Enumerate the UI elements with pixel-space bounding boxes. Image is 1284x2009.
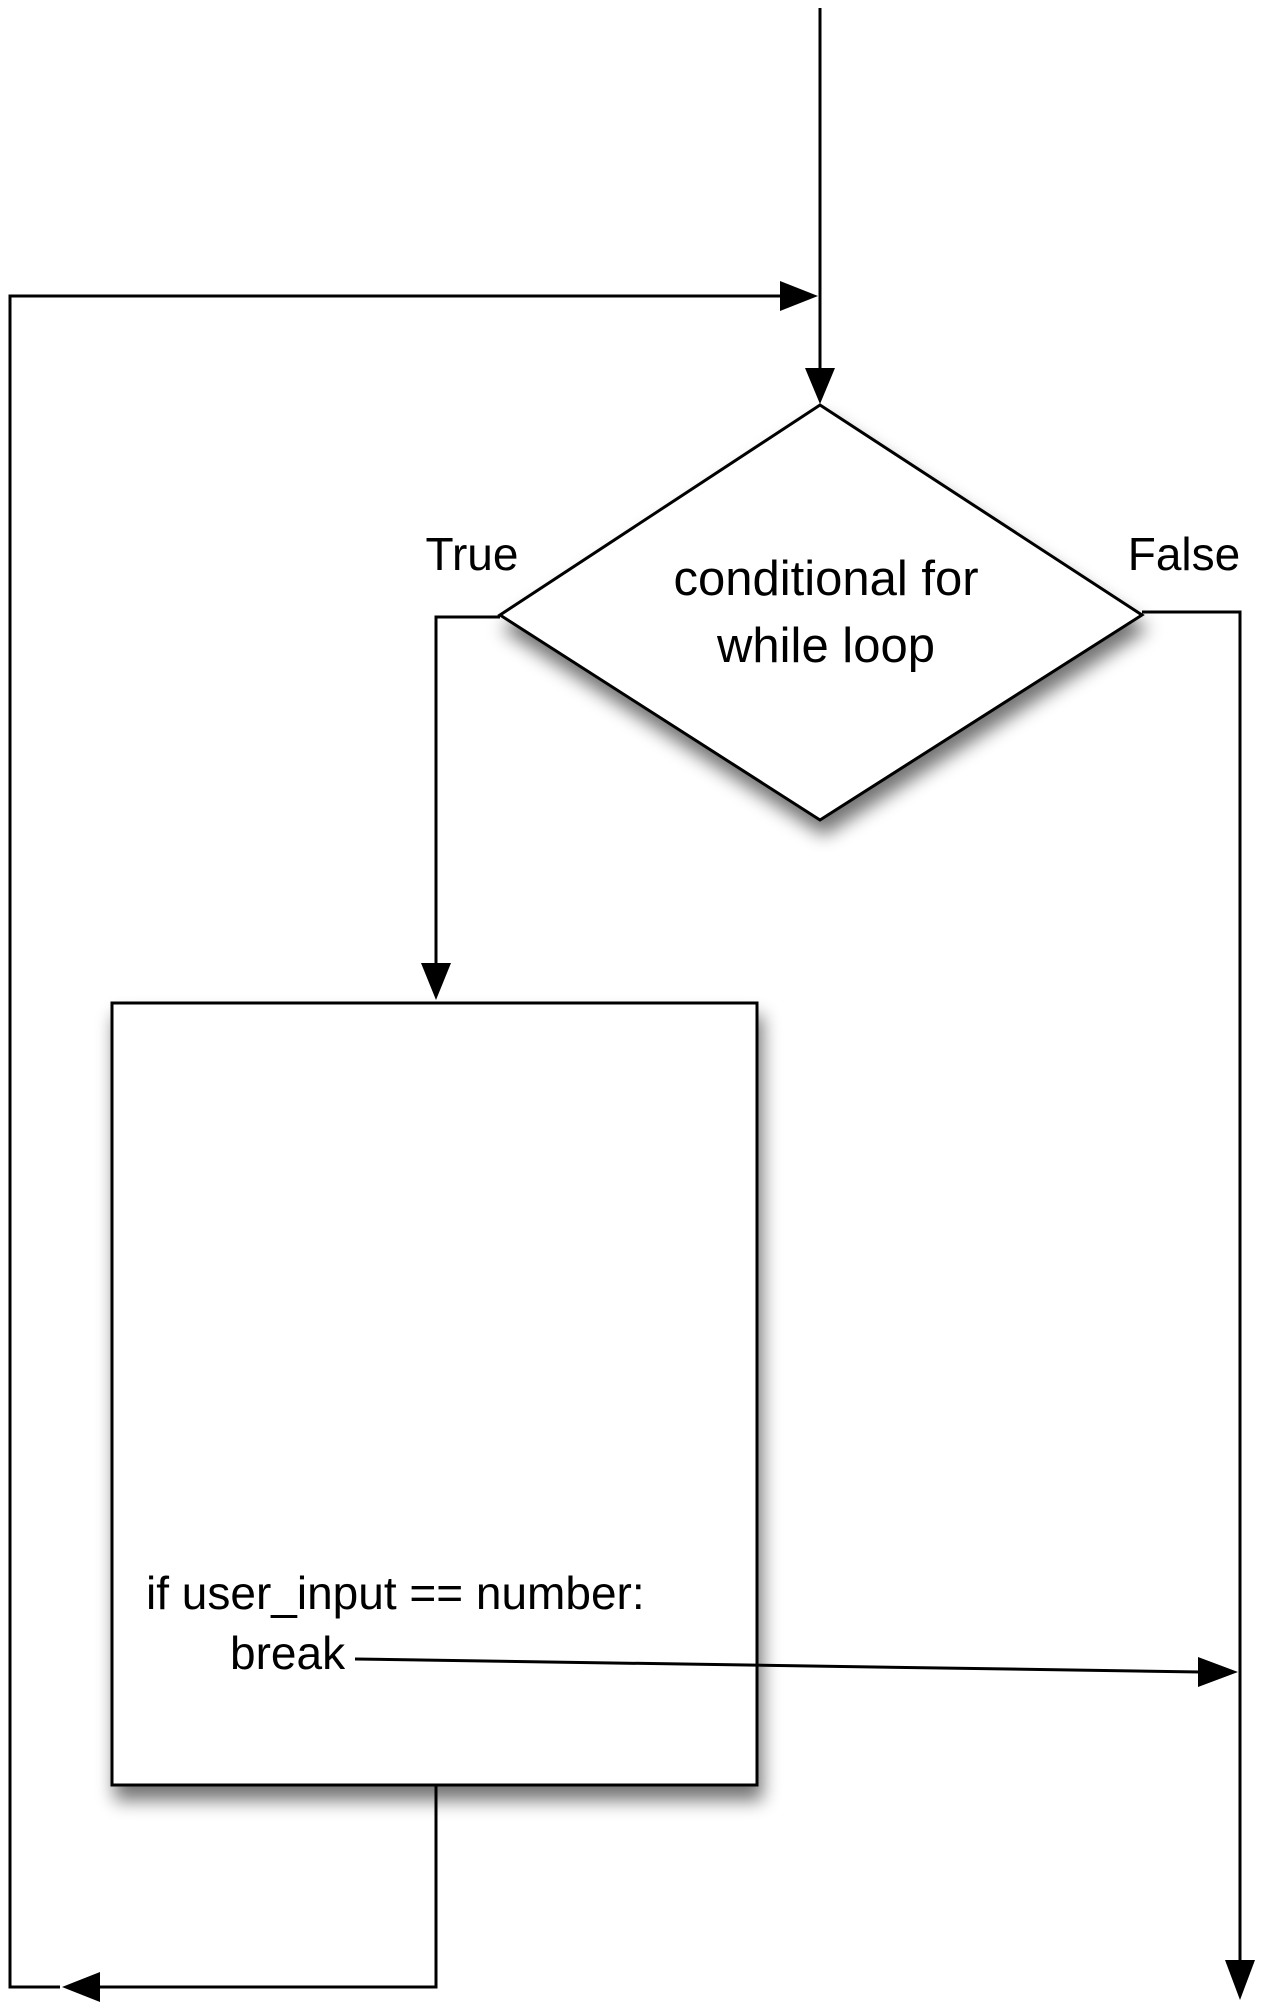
code-break-line: break xyxy=(230,1627,346,1679)
loop-back-line xyxy=(8,294,782,1989)
true-branch-line xyxy=(434,615,500,965)
body-exit-line xyxy=(90,1785,438,1989)
decision-label-line2: while loop xyxy=(716,619,935,673)
break-arrow-line xyxy=(354,1657,1201,1674)
false-branch-label: False xyxy=(1128,528,1240,580)
decision-label-line1: conditional for xyxy=(673,552,978,606)
break-arrowhead xyxy=(1198,1657,1238,1687)
true-branch-label: True xyxy=(426,528,519,580)
entry-arrowhead xyxy=(805,368,835,404)
loop-body-block xyxy=(110,1001,759,1787)
false-branch-line xyxy=(1142,610,1242,1962)
decision-diamond xyxy=(497,403,1145,822)
loop-back-arrowhead-merge xyxy=(780,281,818,311)
exit-arrowhead xyxy=(1225,1960,1255,2000)
true-branch-arrowhead xyxy=(421,963,451,1000)
code-if-line: if user_input == number: xyxy=(146,1567,645,1619)
loop-back-arrowhead-left xyxy=(62,1972,100,2002)
